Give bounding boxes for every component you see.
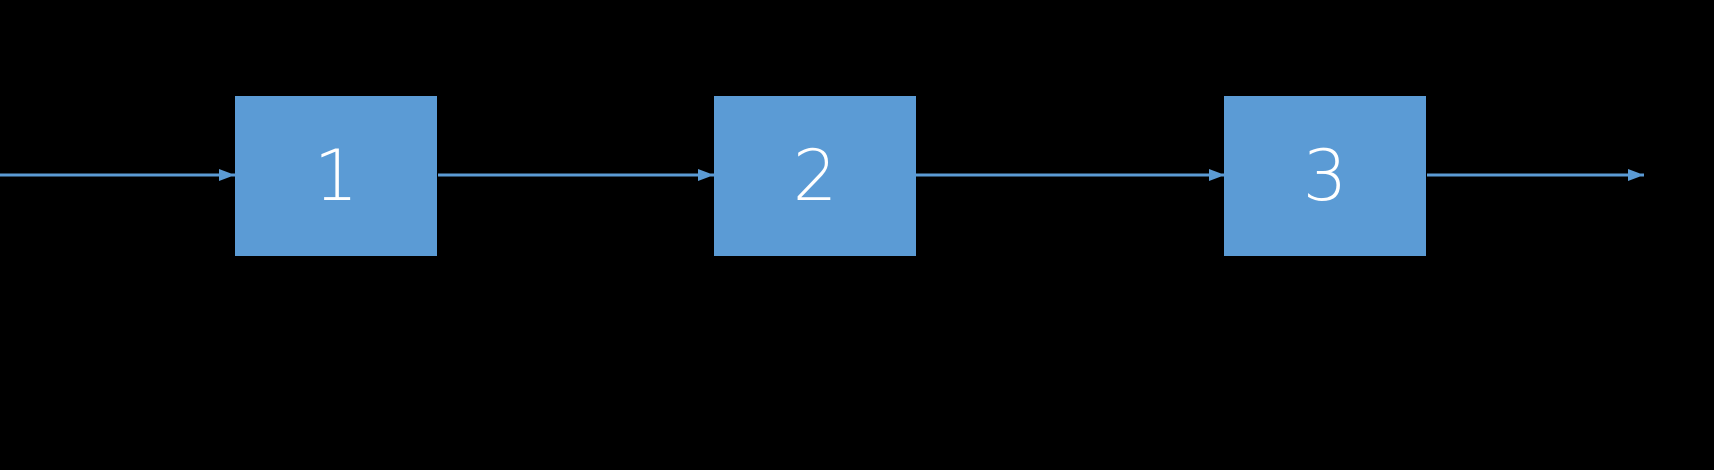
flow-node-2: 2	[714, 96, 916, 256]
flow-node-1-label: 1	[313, 135, 359, 217]
flow-node-2-label: 2	[792, 135, 838, 217]
flow-node-3-label: 3	[1302, 135, 1348, 217]
flow-node-3: 3	[1224, 96, 1426, 256]
flow-node-1: 1	[235, 96, 437, 256]
